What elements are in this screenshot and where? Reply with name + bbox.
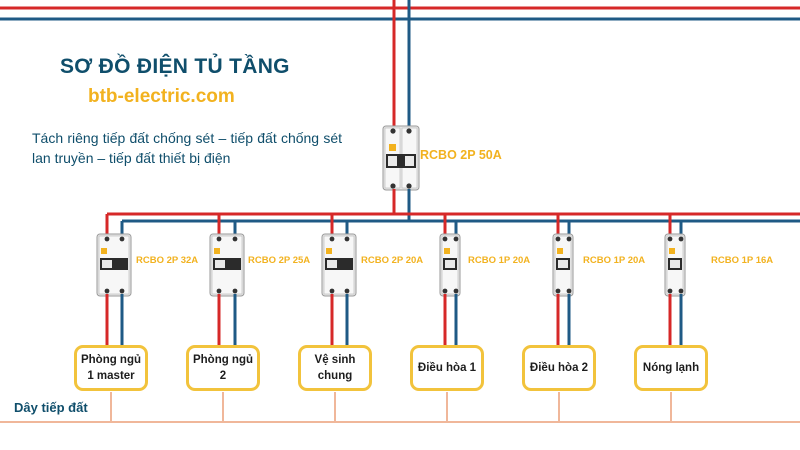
load-box: Nóng lạnh <box>634 345 708 391</box>
breaker-icon <box>209 233 245 297</box>
branch-breaker-label: RCBO 2P 32A <box>136 255 199 266</box>
breaker-icon <box>439 233 461 297</box>
load-label: Phòng ngủ 2 <box>192 354 254 382</box>
breaker-icon <box>321 233 357 297</box>
description-text: Tách riêng tiếp đất chống sét – tiếp đất… <box>32 130 342 166</box>
main-breaker-icon <box>382 125 420 191</box>
load-label: Điều hòa 2 <box>529 362 589 374</box>
breaker-icon <box>552 233 574 297</box>
ground-wire-label: Dây tiếp đất <box>14 400 88 415</box>
load-box: Điều hòa 2 <box>522 345 596 391</box>
breaker-icon <box>664 233 686 297</box>
load-label: Phòng ngủ 1 master <box>80 354 142 382</box>
branch-breaker-label: RCBO 1P 20A <box>583 255 646 266</box>
load-label: Điều hòa 1 <box>417 362 477 374</box>
load-box: Điều hòa 1 <box>410 345 484 391</box>
load-box: Phòng ngủ 1 master <box>74 345 148 391</box>
branch-breaker-label: RCBO 1P 20A <box>468 255 531 266</box>
load-box: Vệ sinh chung <box>298 345 372 391</box>
branch-breaker-label: RCBO 1P 16A <box>711 255 774 266</box>
branch-layer <box>96 214 686 422</box>
page-title: SƠ ĐỒ ĐIỆN TỦ TẦNG <box>60 55 290 78</box>
load-label: Nóng lạnh <box>642 362 700 374</box>
website-link[interactable]: btb-electric.com <box>88 86 235 107</box>
load-box: Phòng ngủ 2 <box>186 345 260 391</box>
load-label: Vệ sinh chung <box>314 354 356 382</box>
branch-breaker-label: RCBO 2P 25A <box>248 255 311 266</box>
branch-breaker-label: RCBO 2P 20A <box>361 255 424 266</box>
main-breaker-label: RCBO 2P 50A <box>420 148 502 162</box>
breaker-icon <box>96 233 132 297</box>
